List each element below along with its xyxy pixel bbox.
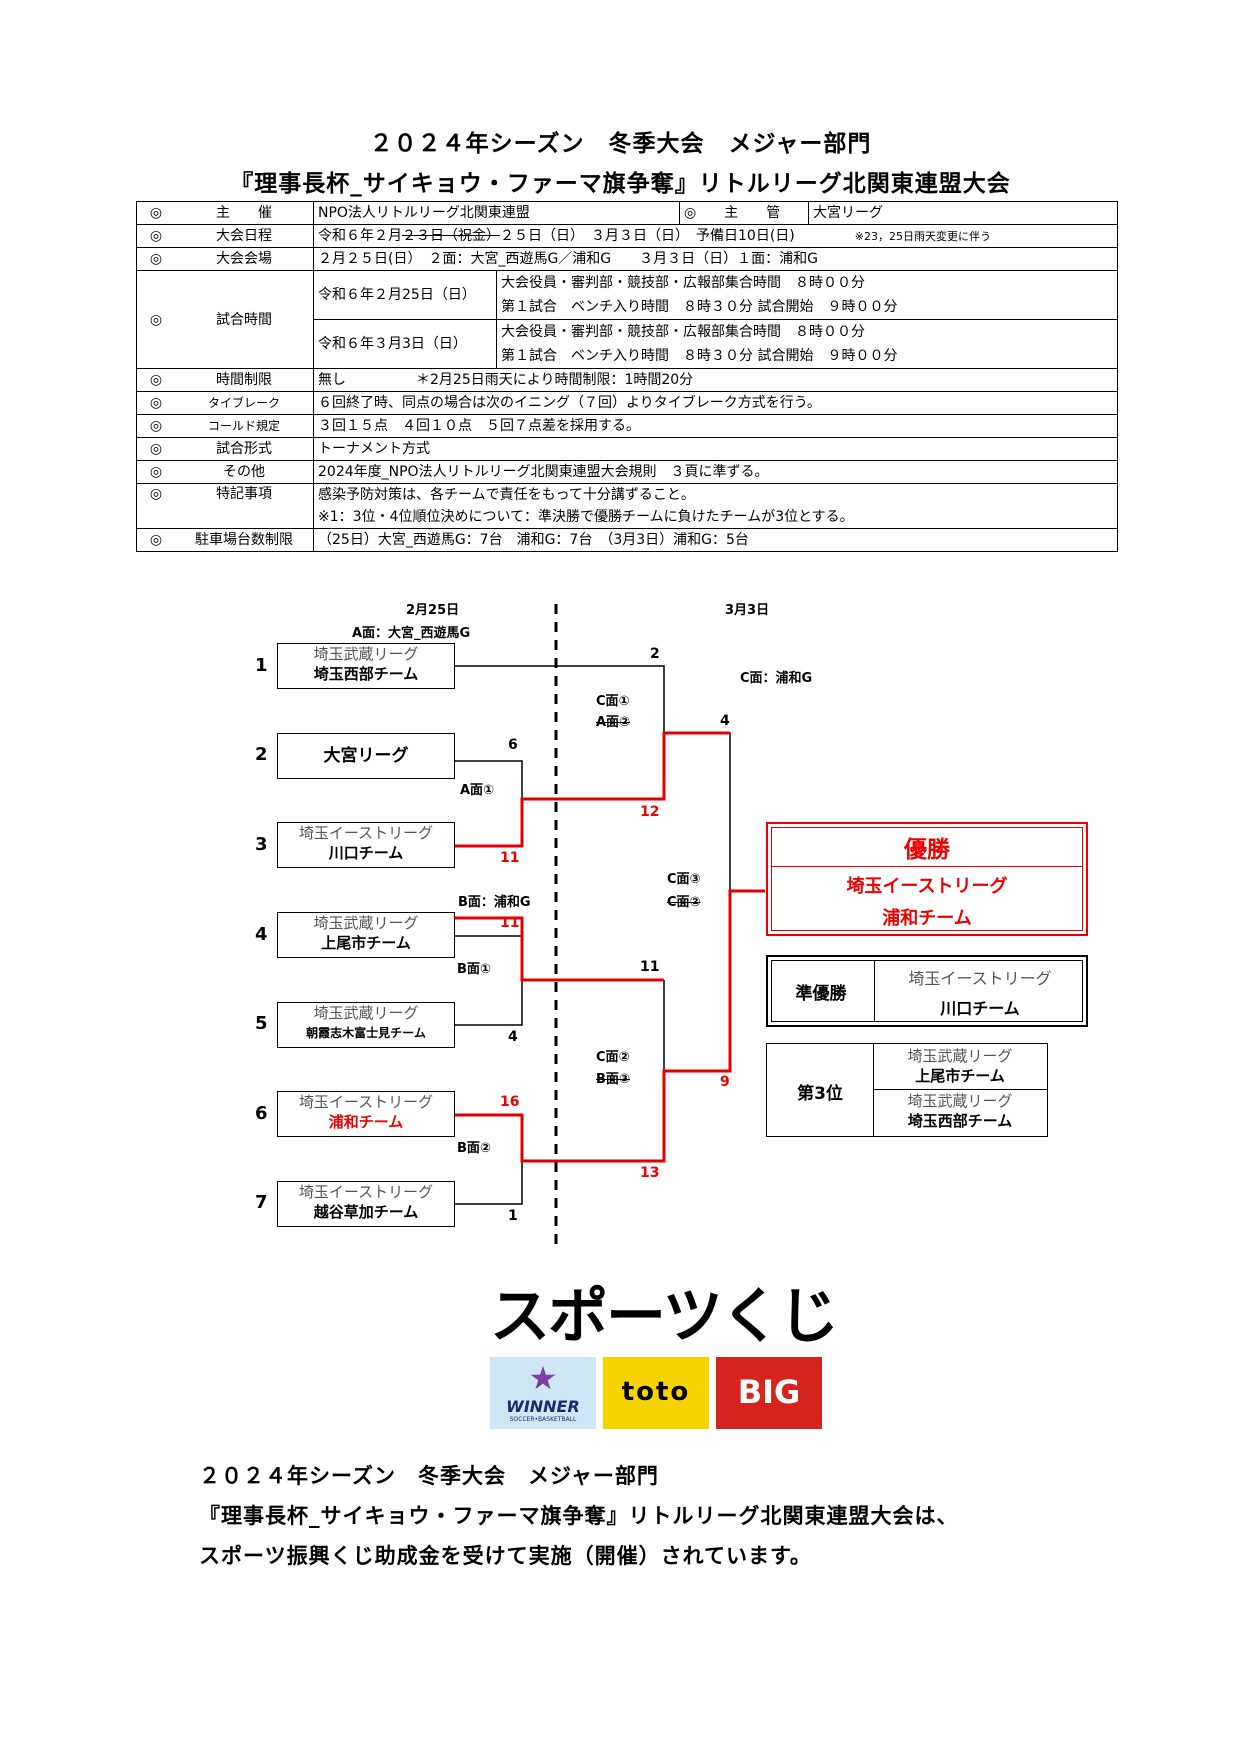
game-c1: C面① — [596, 694, 630, 709]
score-5: 4 — [508, 1029, 518, 1045]
score-2: 6 — [508, 737, 518, 753]
manage-value: 大宮リーグ — [808, 201, 1118, 225]
team-box-5: 埼玉武蔵リーグ朝霞志木富士見チーム — [277, 1002, 455, 1048]
runner-up-label: 準優勝 — [795, 984, 847, 1004]
game-c2-final: C面② — [667, 895, 701, 910]
third-place-box: 第3位 埼玉武蔵リーグ 上尾市チーム 埼玉武蔵リーグ 埼玉西部チーム — [766, 1043, 1048, 1137]
game-a2: A面② — [596, 715, 631, 730]
manage-label: 主 管 — [724, 205, 781, 221]
seed-1: 1 — [255, 655, 268, 676]
runner-up-league: 埼玉イーストリーグ — [908, 969, 1052, 988]
footer-line-2: 『理事長杯_サイキョウ・ファーマ旗争奪』リトルリーグ北関東連盟大会は、 — [199, 1504, 959, 1528]
seed-6: 6 — [255, 1103, 268, 1124]
score-a-winner: 12 — [640, 804, 660, 820]
champion-team: 浦和チーム — [882, 908, 972, 929]
time-day2: 令和６年３月3日（日） — [313, 319, 497, 369]
date-mar3: 3月3日 — [725, 603, 770, 618]
team-box-6: 埼玉イーストリーグ浦和チーム — [277, 1091, 455, 1137]
venue-label: 大会会場 — [175, 247, 314, 271]
champion-box: 優勝 埼玉イーストリーグ 浦和チーム — [766, 822, 1088, 936]
champion-league: 埼玉イーストリーグ — [846, 876, 1008, 897]
game-b2: B面② — [457, 1141, 491, 1156]
team-box-1: 埼玉武蔵リーグ埼玉西部チーム — [277, 643, 455, 689]
mark: ◎ — [136, 201, 175, 225]
winner-logo: ★ WINNER SOCCER•BASKETBALL — [490, 1357, 596, 1429]
title-line-2: 『理事長杯_サイキョウ・ファーマ旗争奪』リトルリーグ北関東連盟大会 — [230, 171, 1011, 197]
team-box-7: 埼玉イーストリーグ越谷草加チーム — [277, 1181, 455, 1227]
time-label: 試合時間 — [175, 270, 314, 369]
seed-2: 2 — [255, 744, 268, 765]
field-c: C面：浦和G — [740, 671, 813, 686]
runner-up-box: 準優勝 埼玉イーストリーグ 川口チーム — [766, 955, 1088, 1027]
star-icon: ★ — [528, 1359, 558, 1397]
score-6: 16 — [500, 1094, 520, 1110]
score-b2-winner: 13 — [640, 1165, 660, 1181]
big-logo: BIG — [716, 1357, 822, 1429]
schedule-value: 令和６年２月２３日（祝金）２５日（日） ３月３日（日） 予備日10日(日)※23… — [313, 224, 1118, 248]
game-b1: B面① — [457, 962, 491, 977]
game-c2: C面② — [596, 1050, 630, 1065]
venue-value: ２月２５日(日） ２面：大宮_西遊馬G／浦和G ３月３日（日）１面：浦和G — [313, 247, 1118, 271]
score-4: 11 — [500, 915, 520, 931]
runner-up-team: 川口チーム — [940, 999, 1020, 1018]
field-b: B面：浦和G — [458, 895, 531, 910]
date-feb25: 2月25日 — [406, 603, 460, 618]
title-line-1: ２０２４年シーズン 冬季大会 メジャー部門 — [369, 131, 872, 157]
game-c3: C面③ — [667, 872, 701, 887]
game-b3: B面③ — [596, 1072, 630, 1087]
score-final-bottom: 9 — [720, 1074, 730, 1090]
score-b1-winner: 11 — [640, 959, 660, 975]
game-a1: A面① — [460, 783, 495, 798]
footer-line-1: ２０２４年シーズン 冬季大会 メジャー部門 — [199, 1464, 659, 1488]
sports-kuji-logo: スポーツくじ — [490, 1282, 839, 1352]
footer-line-3: スポーツ振興くじ助成金を受けて実施（開催）されています。 — [199, 1544, 812, 1568]
seed-4: 4 — [255, 924, 268, 945]
score-3: 11 — [500, 850, 520, 866]
schedule-label: 大会日程 — [175, 224, 314, 248]
third-place-label: 第3位 — [797, 1084, 843, 1104]
seed-7: 7 — [255, 1192, 268, 1213]
info-table: ◎ 主 催 NPO法人リトルリーグ北関東連盟 ◎ 主 管 大宮リーグ ◎ 大会日… — [136, 201, 1118, 552]
champion-title: 優勝 — [904, 837, 950, 863]
team-box-2: 大宮リーグ — [277, 733, 455, 779]
score-final-top: 4 — [720, 713, 730, 729]
field-a: A面：大宮_西遊馬G — [352, 626, 471, 641]
seed-3: 3 — [255, 834, 268, 855]
team-box-4: 埼玉武蔵リーグ上尾市チーム — [277, 912, 455, 958]
team-box-3: 埼玉イーストリーグ川口チーム — [277, 822, 455, 868]
score-1: 2 — [650, 646, 660, 662]
seed-5: 5 — [255, 1013, 268, 1034]
toto-logo: toto — [603, 1357, 709, 1429]
score-7: 1 — [508, 1208, 518, 1224]
